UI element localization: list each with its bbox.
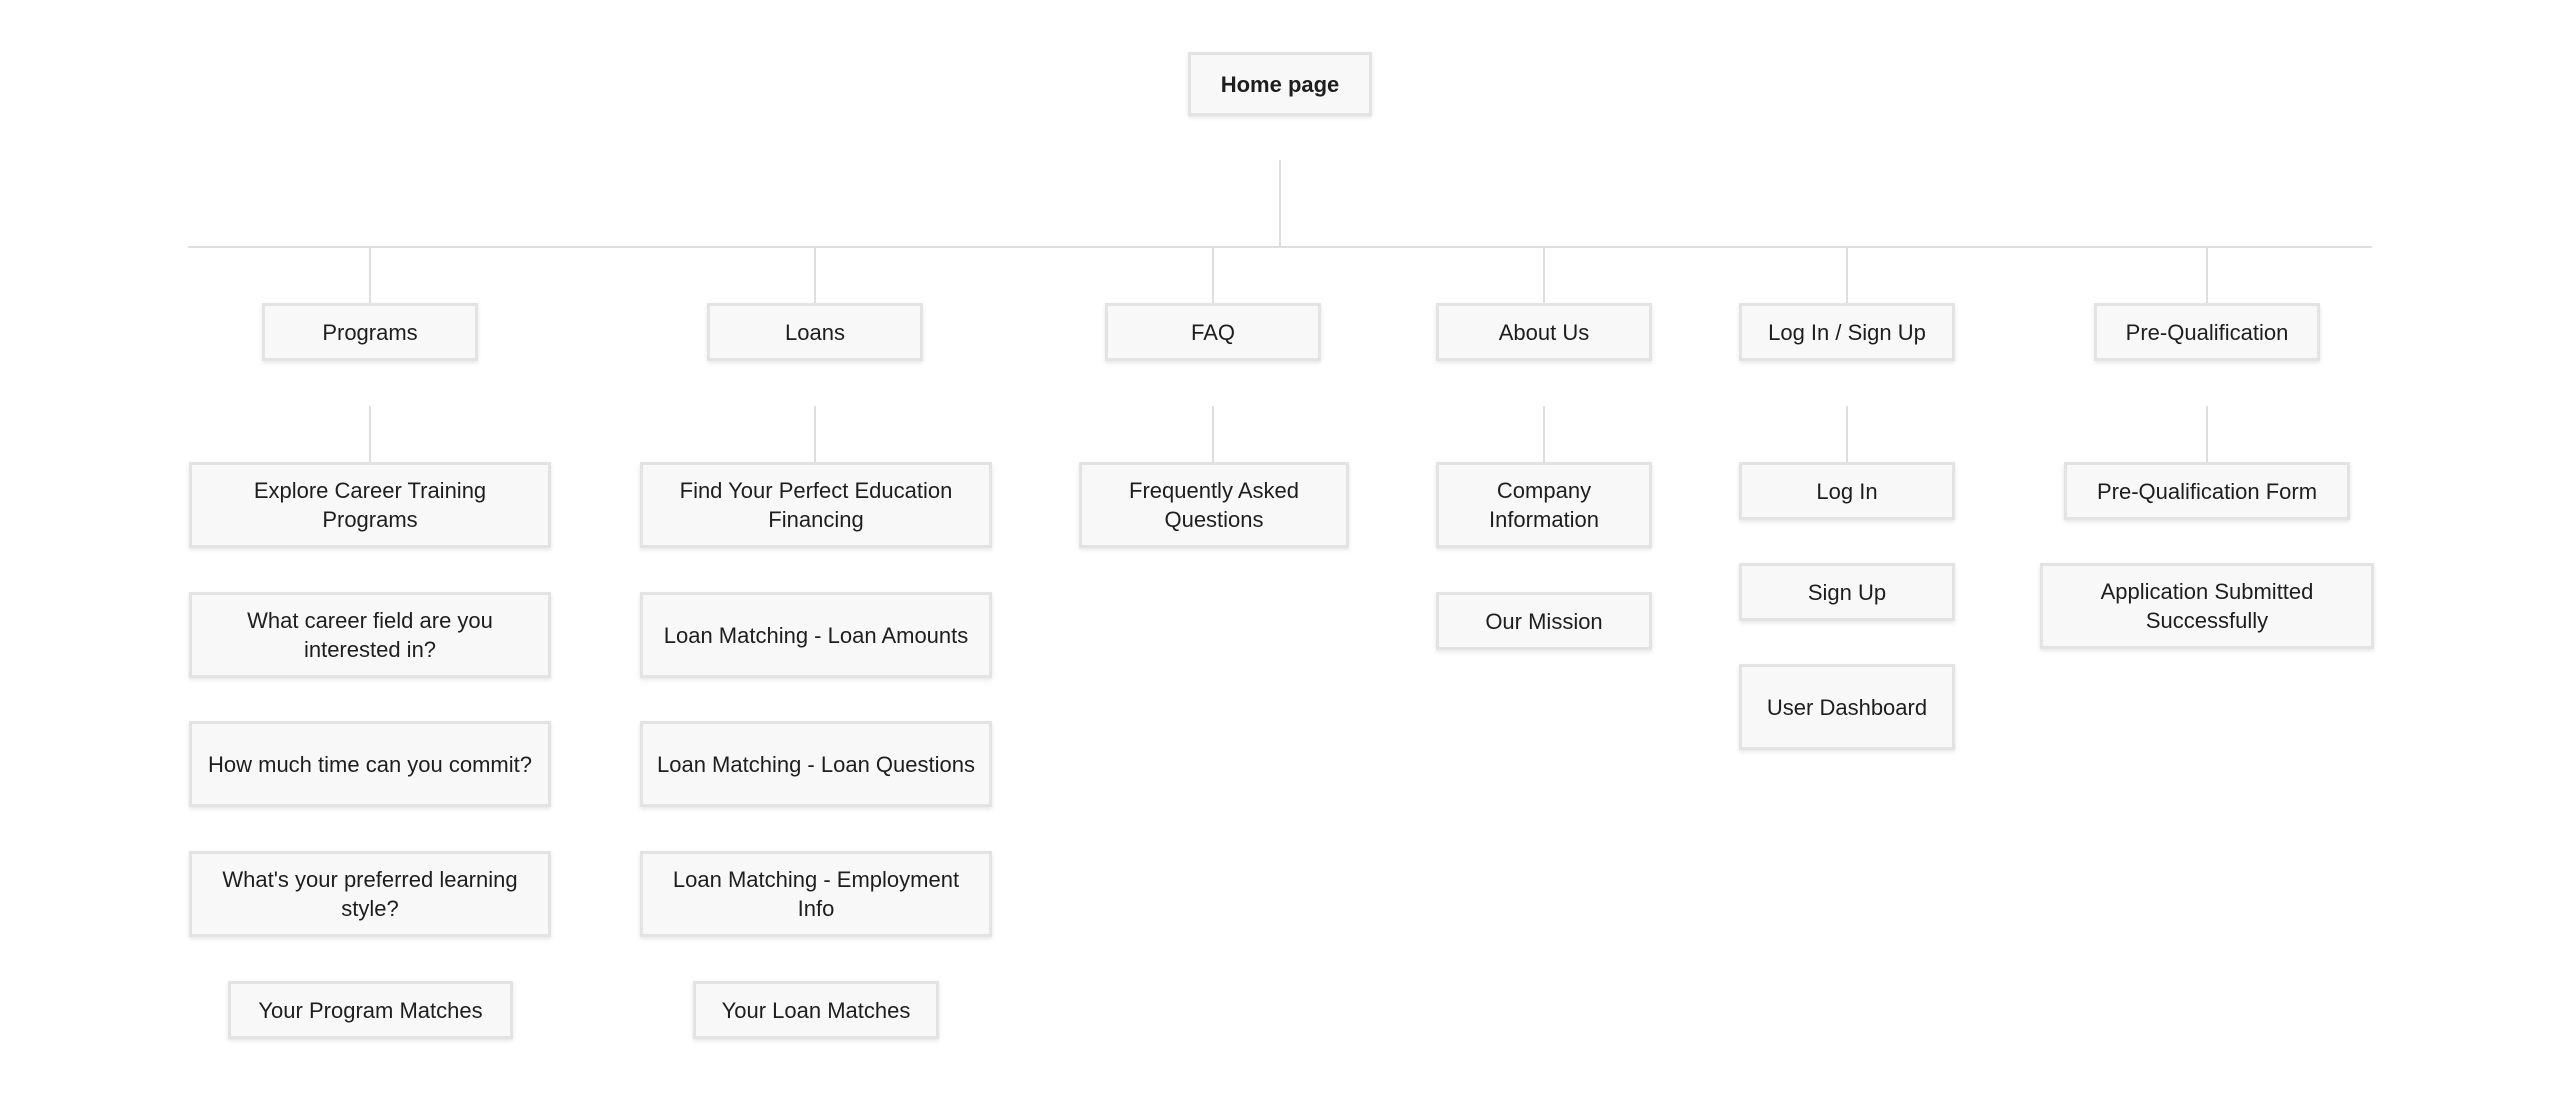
node-loans-page-3[interactable]: Loan Matching - Loan Questions xyxy=(640,721,992,807)
node-label: Your Loan Matches xyxy=(721,997,911,1023)
connector-about-drop xyxy=(1543,248,1545,304)
node-loans-page-4[interactable]: Loan Matching - Employment Info xyxy=(640,851,992,937)
node-about-page-2[interactable]: Our Mission xyxy=(1436,592,1652,650)
node-label: Find Your Perfect Education Financing xyxy=(679,478,953,532)
node-label: Pre-Qualification Form xyxy=(2096,478,2318,504)
node-label: How much time can you commit? xyxy=(208,751,532,777)
connector-prequal-drop xyxy=(2206,248,2208,304)
node-loans-page-1[interactable]: Find Your Perfect Education Financing xyxy=(640,462,992,548)
node-prequal-page-2[interactable]: Application Submitted Successfully xyxy=(2040,563,2374,649)
node-label: About Us xyxy=(1498,319,1590,345)
node-pre-qualification[interactable]: Pre-Qualification xyxy=(2094,303,2320,361)
connector-loans-drop xyxy=(814,248,816,304)
node-label: Your Program Matches xyxy=(258,997,483,1023)
node-label: Loans xyxy=(785,319,845,345)
node-label: Loan Matching - Employment Info xyxy=(672,867,960,921)
node-loans-page-5[interactable]: Your Loan Matches xyxy=(693,981,939,1039)
node-programs-page-2[interactable]: What career field are you interested in? xyxy=(189,592,551,678)
connector-faq-drop xyxy=(1212,248,1214,304)
node-label: FAQ xyxy=(1190,319,1235,345)
node-loans[interactable]: Loans xyxy=(707,303,923,361)
connector-login-children xyxy=(1846,406,1848,462)
node-programs-page-5[interactable]: Your Program Matches xyxy=(228,981,513,1039)
node-label: Pre-Qualification xyxy=(2125,319,2289,345)
connector-prequal-children xyxy=(2206,406,2208,462)
connector-bus xyxy=(188,246,2372,248)
node-label: User Dashboard xyxy=(1766,694,1928,720)
node-login-page-1[interactable]: Log In xyxy=(1739,462,1955,520)
node-about-us[interactable]: About Us xyxy=(1436,303,1652,361)
node-label: What's your preferred learning style? xyxy=(222,867,518,921)
node-login-page-2[interactable]: Sign Up xyxy=(1739,563,1955,621)
node-prequal-page-1[interactable]: Pre-Qualification Form xyxy=(2064,462,2350,520)
node-faq[interactable]: FAQ xyxy=(1105,303,1321,361)
node-label: Loan Matching - Loan Amounts xyxy=(663,622,969,648)
node-label: Log In xyxy=(1816,478,1878,504)
connector-faq-children xyxy=(1212,406,1214,462)
node-home-page[interactable]: Home page xyxy=(1188,52,1372,116)
connector-loans-children xyxy=(814,406,816,462)
node-label: Frequently Asked Questions xyxy=(1129,478,1299,532)
connector-programs-children xyxy=(369,406,371,462)
node-label: Loan Matching - Loan Questions xyxy=(657,751,975,777)
node-faq-page-1[interactable]: Frequently Asked Questions xyxy=(1079,462,1349,548)
node-label: Sign Up xyxy=(1807,579,1887,605)
node-log-in-sign-up[interactable]: Log In / Sign Up xyxy=(1739,303,1955,361)
node-programs-page-1[interactable]: Explore Career Training Programs xyxy=(189,462,551,548)
node-programs[interactable]: Programs xyxy=(262,303,478,361)
connector-login-drop xyxy=(1846,248,1848,304)
connector-about-children xyxy=(1543,406,1545,462)
node-label: Home page xyxy=(1220,71,1340,97)
connector-root-stem xyxy=(1279,160,1281,246)
node-label: Log In / Sign Up xyxy=(1768,319,1926,345)
node-about-page-1[interactable]: Company Information xyxy=(1436,462,1652,548)
node-label: Programs xyxy=(322,319,418,345)
node-loans-page-2[interactable]: Loan Matching - Loan Amounts xyxy=(640,592,992,678)
node-programs-page-4[interactable]: What's your preferred learning style? xyxy=(189,851,551,937)
node-label: Company Information xyxy=(1488,478,1600,532)
node-label: What career field are you interested in? xyxy=(247,608,493,662)
node-label: Our Mission xyxy=(1485,608,1603,634)
node-label: Explore Career Training Programs xyxy=(253,478,487,532)
node-programs-page-3[interactable]: How much time can you commit? xyxy=(189,721,551,807)
node-label: Application Submitted Successfully xyxy=(2100,579,2314,633)
connector-programs-drop xyxy=(369,248,371,304)
node-login-page-3[interactable]: User Dashboard xyxy=(1739,664,1955,750)
